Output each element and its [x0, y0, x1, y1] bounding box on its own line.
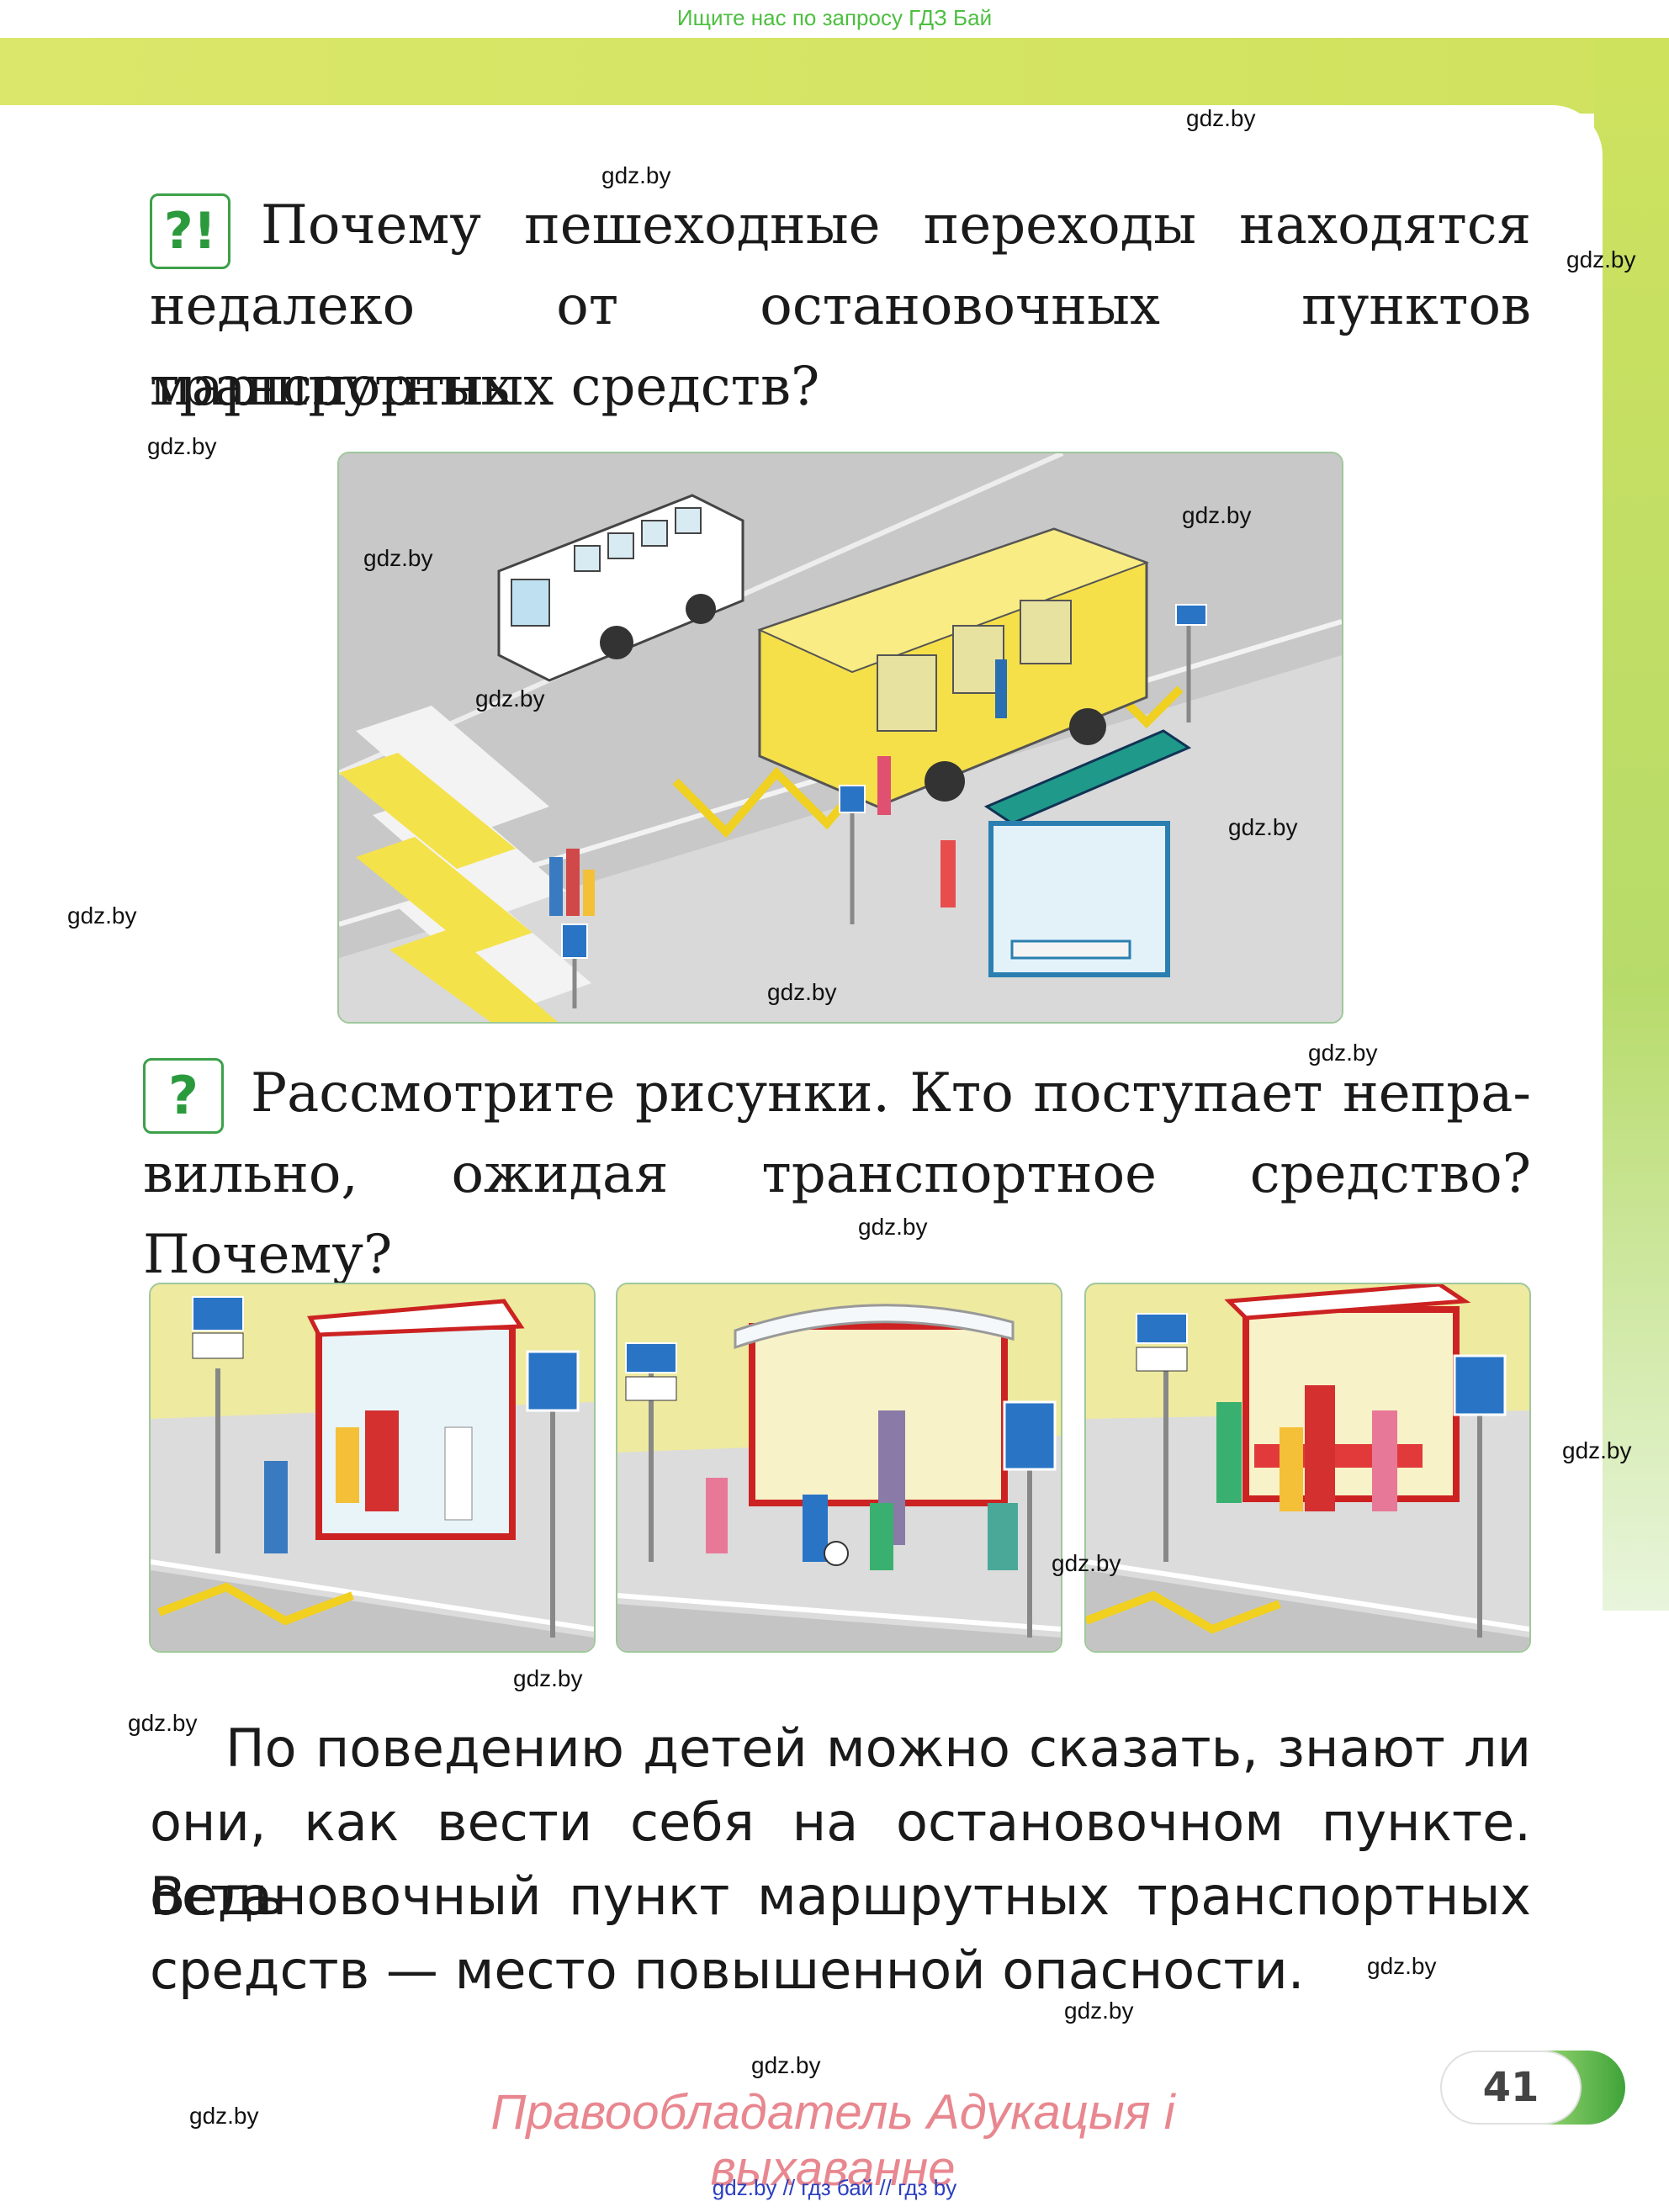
- question1-line1: Почему пешеходные переходы находятся: [261, 194, 1531, 257]
- paragraph-line2: они, как вести себя на остановочном пунк…: [150, 1791, 1531, 1927]
- watermark: gdz.by: [1186, 105, 1256, 131]
- watermark: gdz.by: [1228, 814, 1298, 840]
- illustration-stop-1: [149, 1283, 596, 1653]
- illustration-stop-3: [1084, 1283, 1531, 1653]
- watermark: gdz.by: [67, 902, 137, 929]
- illustration-bus-stop-crossing: [337, 452, 1343, 1024]
- question-exclaim-badge: ?!: [150, 193, 230, 269]
- watermark: gdz.by: [858, 1214, 928, 1240]
- watermark: gdz.by: [363, 545, 433, 571]
- search-hint-link[interactable]: Ищите нас по запросу ГДЗ Бай: [676, 5, 993, 30]
- watermark: gdz.by: [1308, 1040, 1378, 1066]
- paragraph-line1: По поведению детей можно сказать, знают …: [225, 1717, 1531, 1779]
- watermark: gdz.by: [128, 1710, 198, 1736]
- right-green-band: [1594, 38, 1669, 1611]
- question2-line1: Рассмотрите рисунки. Кто поступает непра…: [251, 1062, 1531, 1125]
- watermark: gdz.by: [1367, 1953, 1437, 1979]
- top-band: [0, 0, 1669, 38]
- watermark: gdz.by: [189, 2103, 259, 2129]
- question1-line3: транспортных средств?: [150, 356, 820, 418]
- bottom-links[interactable]: gdz.by // гдз бай // гдз by: [712, 2175, 957, 2200]
- page-number: 41: [1440, 2051, 1582, 2125]
- paragraph-line3: остановочный пункт маршрутных транспортн…: [150, 1865, 1531, 1927]
- watermark: gdz.by: [767, 979, 837, 1005]
- watermark: gdz.by: [475, 685, 545, 712]
- watermark: gdz.by: [1562, 1437, 1632, 1463]
- watermark: gdz.by: [1182, 502, 1252, 528]
- question-badge: ?: [143, 1058, 224, 1134]
- watermark: gdz.by: [1566, 246, 1636, 273]
- watermark: gdz.by: [1052, 1550, 1121, 1576]
- watermark: gdz.by: [1064, 1998, 1134, 2024]
- paragraph-line4: средств — место повышенной опасности.: [150, 1939, 1305, 2001]
- header-green-band: [0, 38, 1669, 114]
- watermark: gdz.by: [601, 162, 671, 188]
- watermark: gdz.by: [513, 1665, 583, 1691]
- question2-line2: вильно, ожидая транспортное средство? По…: [143, 1143, 1531, 1286]
- question1-line2: недалеко от остановочных пунктов маршрут…: [150, 275, 1531, 418]
- copyright-notice: Правообладатель Адукацыя і выхаванне: [490, 2085, 1175, 2196]
- watermark: gdz.by: [751, 2052, 821, 2078]
- illustration-stop-2: [616, 1283, 1062, 1653]
- watermark: gdz.by: [147, 433, 217, 459]
